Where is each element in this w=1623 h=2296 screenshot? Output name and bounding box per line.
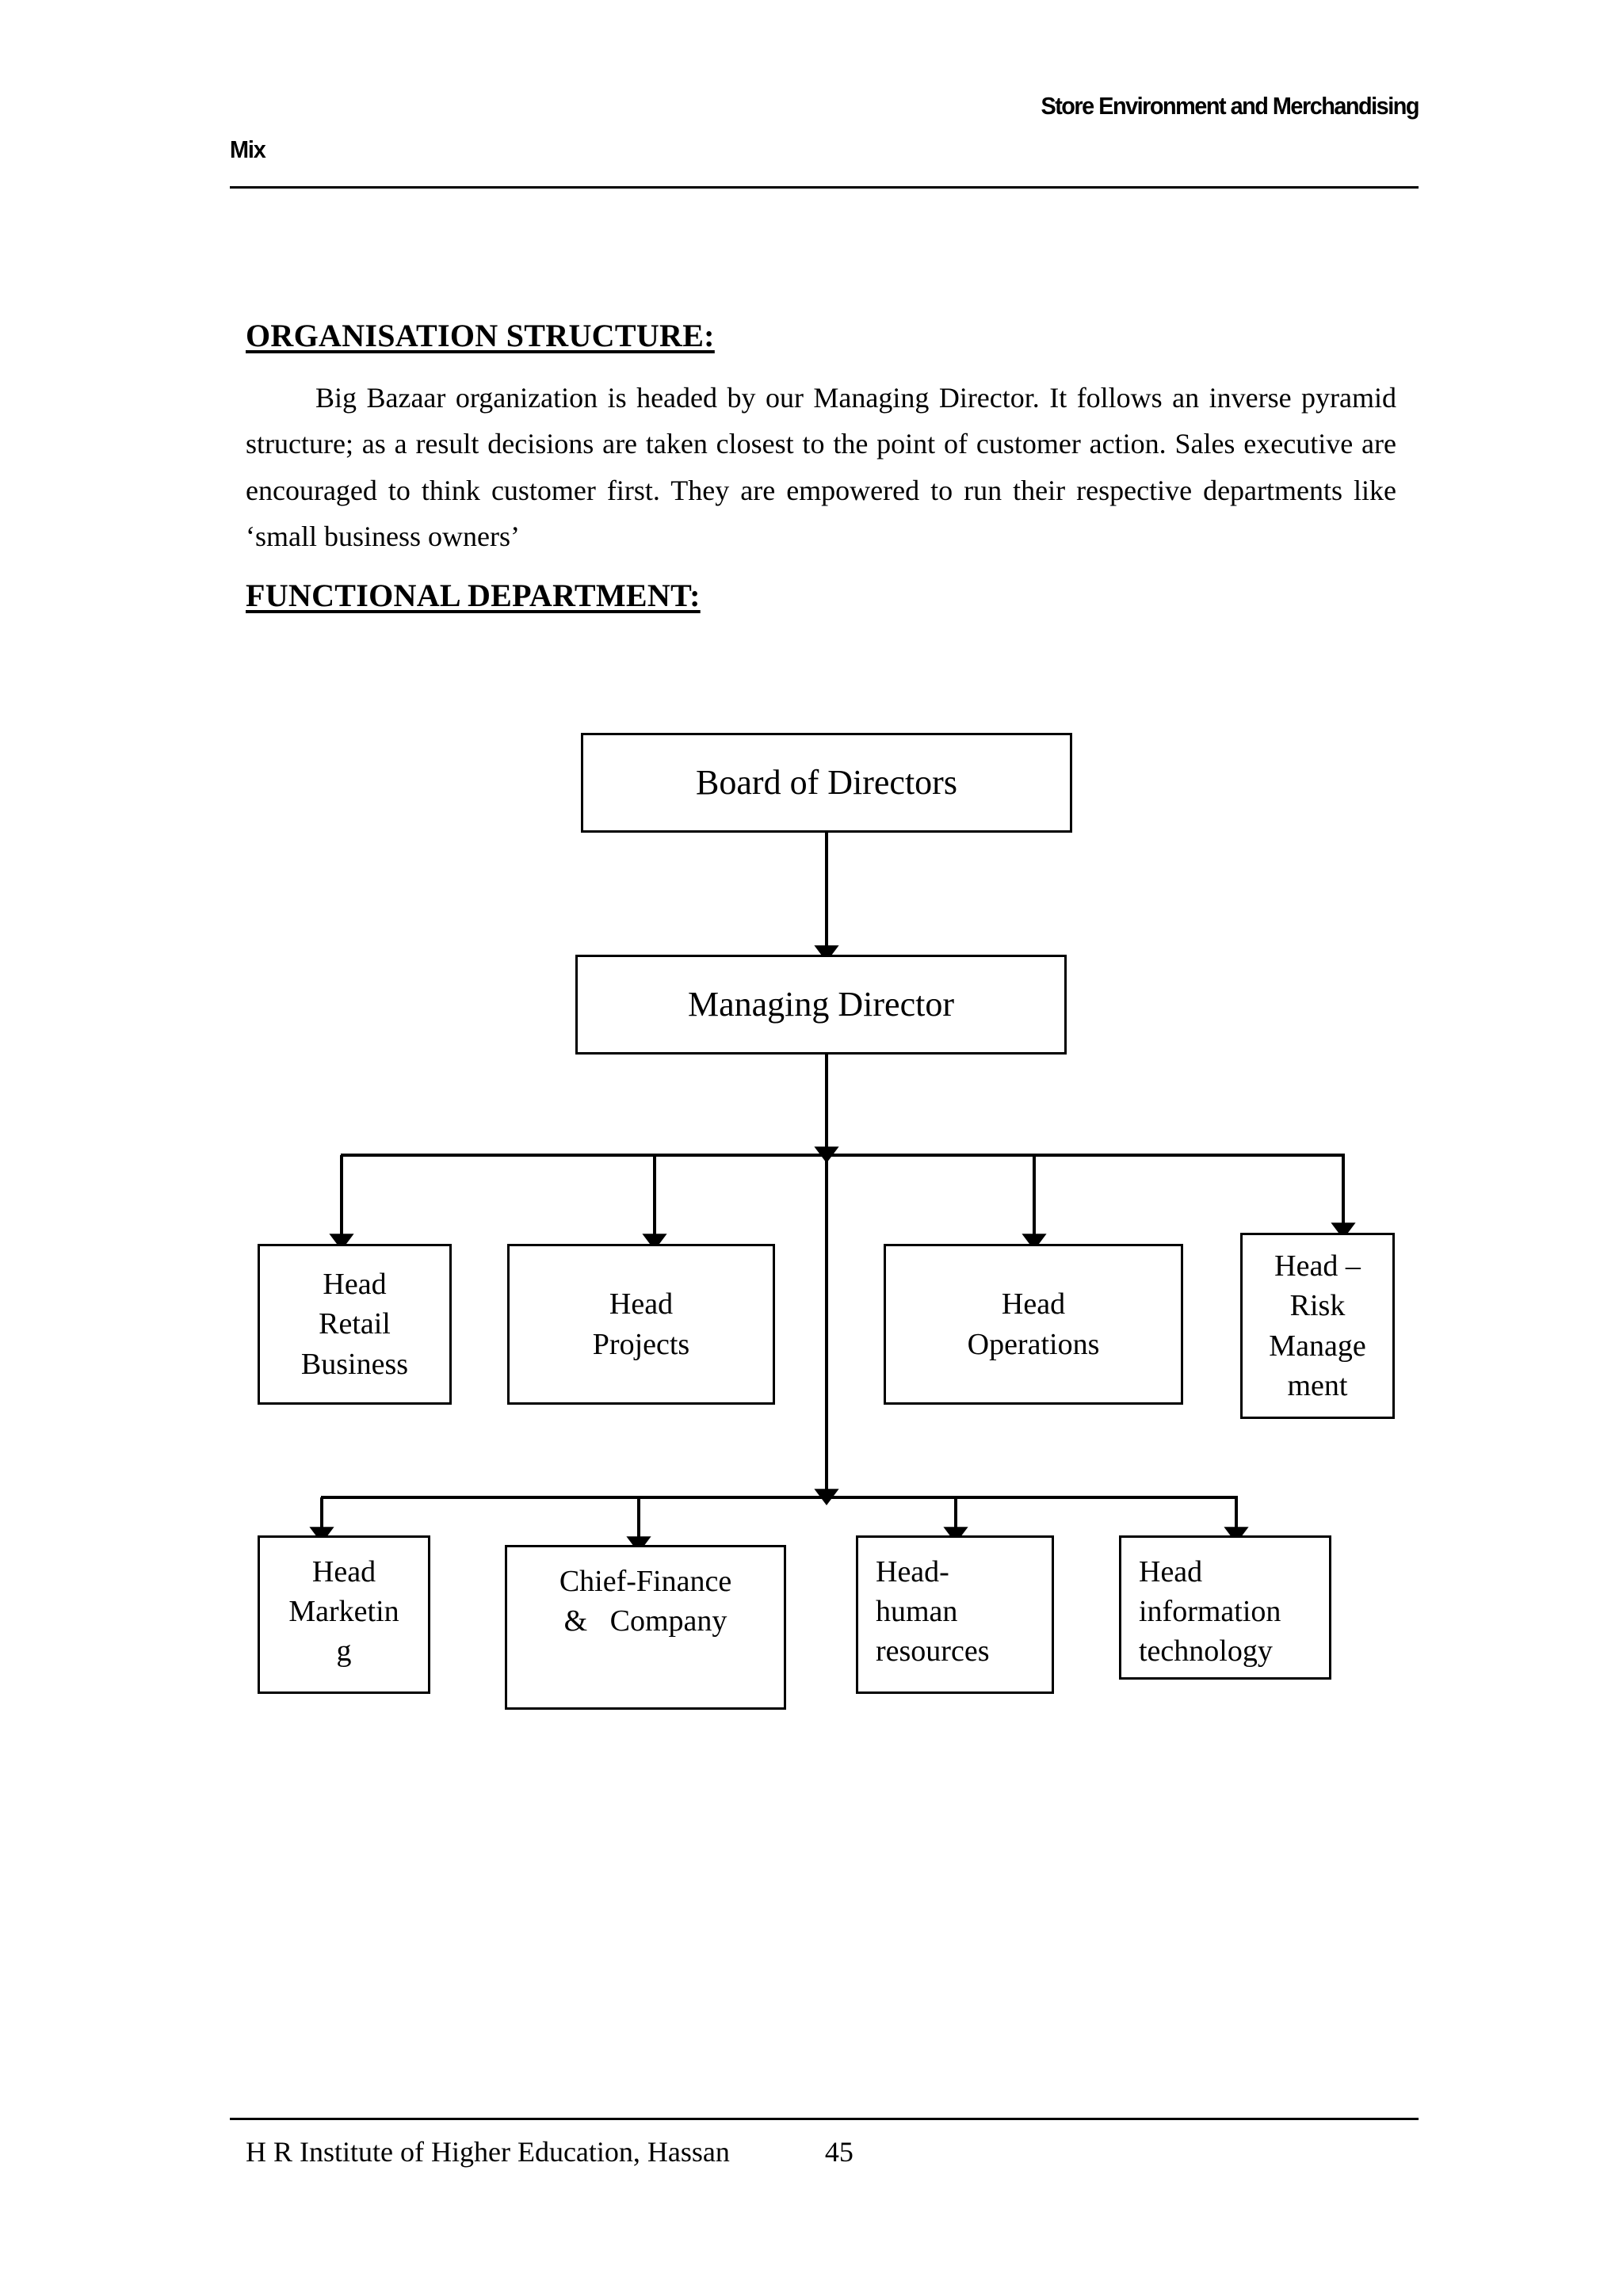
- org-node-label-wrap: Head Operations: [968, 1284, 1100, 1363]
- org-node-label: Managing Director: [688, 984, 954, 1024]
- org-node-line-4: ment: [1287, 1368, 1348, 1402]
- org-node-line-2: Projects: [592, 1327, 690, 1361]
- org-node-label-wrap: Head Retail Business: [301, 1264, 408, 1383]
- org-node-line-3: technology: [1139, 1634, 1273, 1669]
- org-node-chief-finance-company: Chief-Finance & Company: [505, 1545, 786, 1710]
- section-heading-organisation-structure: ORGANISATION STRUCTURE:: [246, 318, 715, 353]
- org-node-line-2: Marketin: [288, 1595, 399, 1629]
- org-node-label-wrap: Chief-Finance & Company: [559, 1562, 731, 1641]
- page-footer: H R Institute of Higher Education, Hassa…: [246, 2135, 1403, 2168]
- footer-page-number: 45: [824, 2136, 854, 2168]
- footer-divider: [230, 2118, 1419, 2120]
- document-body: ORGANISATION STRUCTURE: Big Bazaar organ…: [246, 317, 1396, 614]
- page-header: Store Environment and Merchandising Mix: [230, 93, 1419, 162]
- org-node-line-3: Manage: [1269, 1329, 1366, 1363]
- org-node-managing-director: Managing Director: [575, 955, 1067, 1055]
- org-node-label-wrap: Head – Risk Manage ment: [1269, 1246, 1365, 1405]
- header-title-line2: Mix: [230, 135, 266, 163]
- section-heading-functional-department: FUNCTIONAL DEPARTMENT:: [246, 578, 701, 614]
- org-node-line-1: Head: [1001, 1287, 1066, 1322]
- org-node-line-3: g: [336, 1634, 352, 1669]
- org-node-label-wrap: Head Projects: [593, 1284, 689, 1363]
- org-node-line-2: Operations: [967, 1327, 1100, 1361]
- org-node-label-wrap: Head- human resources: [876, 1552, 989, 1671]
- org-node-label: Board of Directors: [696, 762, 957, 802]
- header-divider: [230, 186, 1419, 189]
- org-node-head-operations: Head Operations: [884, 1244, 1183, 1405]
- org-node-head-human-resources: Head- human resources: [856, 1535, 1054, 1694]
- header-title-line1: Store Environment and Merchandising: [1041, 92, 1419, 120]
- org-node-line-1: Head-: [876, 1555, 949, 1589]
- org-node-line-1: Head: [609, 1287, 674, 1322]
- org-node-line-1: Head: [323, 1268, 387, 1302]
- org-node-line-3: resources: [876, 1634, 990, 1669]
- org-node-line-1: Head: [1139, 1555, 1203, 1589]
- org-node-line-2: human: [876, 1595, 958, 1629]
- org-node-line-3: Business: [300, 1347, 409, 1381]
- org-node-label-wrap: Head Marketin g: [288, 1552, 399, 1671]
- org-node-head-risk-management: Head – Risk Manage ment: [1240, 1233, 1395, 1419]
- org-node-line-2: & Company: [563, 1604, 727, 1638]
- org-node-line-2: Retail: [319, 1307, 391, 1341]
- paragraph-organisation-structure: Big Bazaar organization is headed by our…: [246, 375, 1396, 559]
- org-node-line-2: information: [1139, 1595, 1281, 1629]
- org-node-head-retail-business: Head Retail Business: [258, 1244, 452, 1405]
- org-node-line-1: Head –: [1274, 1249, 1361, 1283]
- footer-institute-name: H R Institute of Higher Education, Hassa…: [246, 2136, 730, 2168]
- org-node-line-1: Head: [311, 1555, 376, 1589]
- org-node-label-wrap: Head information technology: [1139, 1552, 1281, 1671]
- org-node-board-of-directors: Board of Directors: [581, 733, 1072, 833]
- org-node-line-1: Chief-Finance: [559, 1565, 732, 1598]
- org-node-head-projects: Head Projects: [507, 1244, 775, 1405]
- org-node-head-marketing: Head Marketin g: [258, 1535, 430, 1694]
- org-node-head-information-technology: Head information technology: [1119, 1535, 1331, 1680]
- org-node-line-2: Risk: [1289, 1289, 1346, 1323]
- paragraph-text: Big Bazaar organization is headed by our…: [246, 382, 1396, 552]
